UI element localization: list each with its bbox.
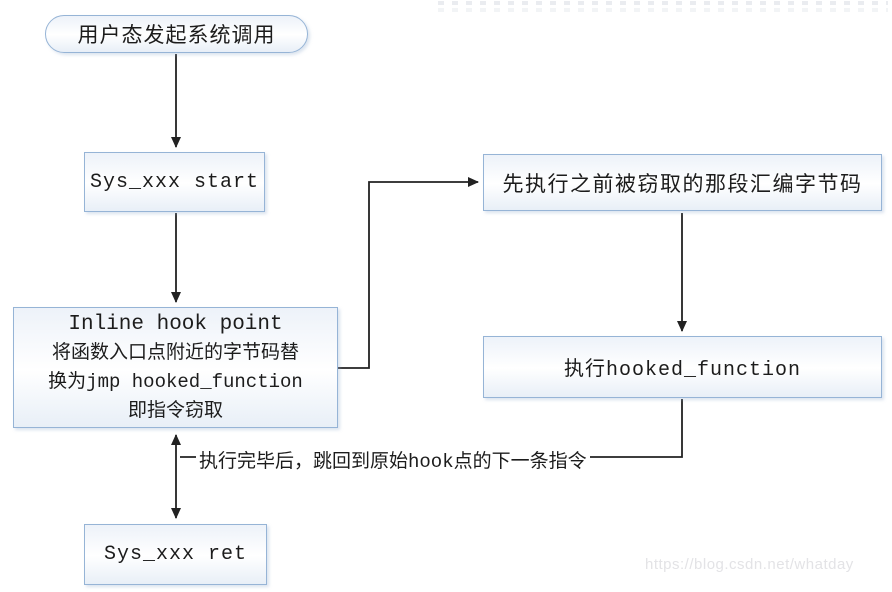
node-exec-hooked-label: 执行hooked_function [563, 359, 802, 382]
faint-watermark-strip [438, 1, 888, 5]
faint-watermark-strip [438, 8, 888, 12]
node-sys-xxx-ret: Sys_xxx ret [84, 524, 267, 585]
node-user-mode-syscall: 用户态发起系统调用 [45, 15, 308, 53]
node-sys-ret-label: Sys_xxx ret [103, 543, 248, 566]
node-exec-hooked-function: 执行hooked_function [483, 336, 882, 398]
edge-inline-to-stolen [338, 177, 479, 369]
node-sys-start-label: Sys_xxx start [89, 170, 260, 194]
inline-hook-line-1: Inline hook point [68, 312, 283, 336]
return-edge-label: 执行完毕后，跳回到原始hook点的下一条指令 [196, 446, 590, 473]
inline-hook-line-2: 将函数入口点附近的字节码替 [51, 341, 299, 364]
inline-hook-line-4: 即指令窃取 [127, 399, 223, 422]
node-inline-hook-point: Inline hook point 将函数入口点附近的字节码替 换为jmp ho… [13, 307, 338, 428]
inline-hook-line-3: 换为jmp hooked_function [48, 370, 303, 393]
node-sys-xxx-start: Sys_xxx start [84, 152, 265, 212]
node-exec-stolen-label: 先执行之前被窃取的那段汇编字节码 [502, 174, 863, 198]
node-user-mode-label: 用户态发起系统调用 [77, 26, 276, 49]
node-exec-stolen-bytecode: 先执行之前被窃取的那段汇编字节码 [483, 154, 882, 211]
csdn-watermark: https://blog.csdn.net/whatday [645, 556, 854, 573]
